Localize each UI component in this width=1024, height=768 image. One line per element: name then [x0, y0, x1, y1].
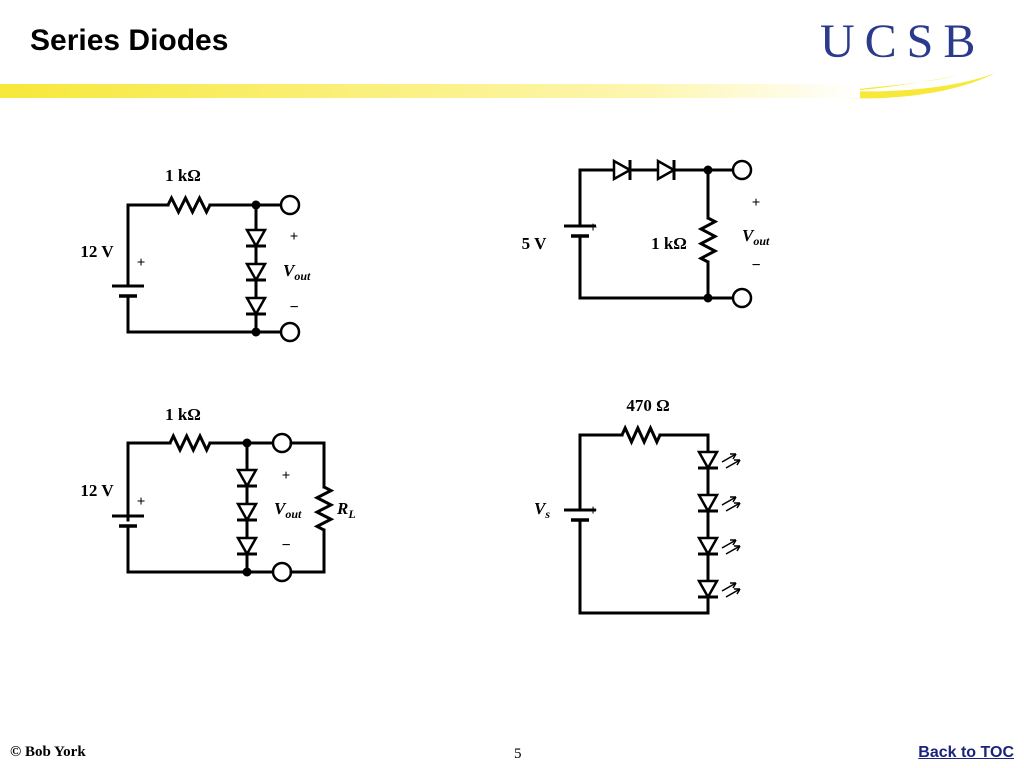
- diode: [696, 450, 720, 471]
- diode: [696, 579, 720, 600]
- led-arrow: [725, 459, 741, 469]
- junction-dot: [703, 293, 713, 303]
- minus-sign: −: [289, 299, 298, 316]
- led-arrow: [721, 582, 737, 592]
- plus-sign: +: [282, 468, 291, 484]
- source-label: 12 V: [80, 242, 114, 261]
- vout-label: Vout: [283, 261, 311, 283]
- led-arrow: [725, 502, 741, 512]
- vout-label: Vout: [742, 226, 770, 248]
- terminal: [731, 159, 753, 181]
- resistor: [166, 194, 212, 216]
- plus-sign: +: [589, 220, 598, 236]
- wire: [126, 203, 170, 282]
- diode: [656, 158, 677, 182]
- resistor: [168, 432, 212, 454]
- junction-dot: [251, 200, 261, 210]
- led-arrow-head: [734, 502, 741, 509]
- terminal: [279, 194, 301, 216]
- diode: [235, 536, 259, 557]
- resistor-label: 1 kΩ: [165, 166, 201, 185]
- led-arrow-head: [734, 588, 741, 595]
- resistor-label: 1 kΩ: [651, 234, 687, 253]
- page-number: 5: [514, 746, 522, 762]
- diode: [244, 296, 268, 317]
- plus-sign: +: [752, 195, 761, 211]
- diode: [612, 158, 633, 182]
- diode: [696, 493, 720, 514]
- diode: [696, 536, 720, 557]
- plus-sign: +: [589, 503, 598, 519]
- footer-copyright: © Bob York: [10, 744, 86, 760]
- source-label: 12 V: [80, 481, 114, 500]
- terminal: [731, 287, 753, 309]
- header-accent-band: [0, 84, 860, 98]
- back-to-toc-link[interactable]: Back to TOC: [918, 744, 1014, 761]
- diode: [235, 502, 259, 523]
- junction-dot: [703, 165, 713, 175]
- source-label: 5 V: [522, 234, 547, 253]
- wire: [578, 168, 736, 212]
- led-arrow-head: [730, 582, 737, 589]
- diode: [244, 228, 268, 249]
- minus-sign: −: [281, 537, 290, 554]
- circuit-4: 470 Ω Vs +: [534, 396, 741, 615]
- led-arrow: [721, 496, 737, 506]
- circuit-2: 5 V +1 kΩ + − Vout: [522, 158, 770, 309]
- led-arrow: [721, 539, 737, 549]
- resistor: [313, 485, 335, 532]
- terminal: [271, 432, 293, 454]
- wire: [289, 528, 326, 574]
- led-arrow-head: [730, 496, 737, 503]
- wire: [289, 441, 326, 489]
- terminal: [271, 561, 293, 583]
- junction-dot: [242, 438, 252, 448]
- led-arrow: [725, 588, 741, 598]
- diode: [244, 262, 268, 283]
- led-arrow-head: [730, 453, 737, 460]
- led-arrow: [725, 545, 741, 555]
- wire: [126, 441, 172, 522]
- led-arrow-head: [730, 539, 737, 546]
- resistor: [620, 424, 662, 446]
- circuit-1: 1 kΩ 12 V + + − Vout: [80, 166, 311, 343]
- wire: [578, 433, 710, 615]
- terminal: [279, 321, 301, 343]
- wire: [578, 250, 736, 300]
- led-arrow-head: [734, 545, 741, 552]
- junction-dot: [242, 567, 252, 577]
- load-label: RL: [336, 499, 356, 521]
- plus-sign: +: [137, 494, 146, 510]
- vout-label: Vout: [274, 499, 302, 521]
- source-label: Vs: [534, 499, 550, 521]
- minus-sign: −: [751, 257, 760, 274]
- slide-title: Series Diodes: [30, 24, 229, 57]
- wire: [578, 433, 624, 492]
- led-arrow: [721, 453, 737, 463]
- wire: [126, 538, 275, 574]
- circuit-3: 1 kΩ 12 V + + − Vout RL: [80, 405, 356, 583]
- logo-text: UCSB: [820, 15, 986, 68]
- junction-dot: [251, 327, 261, 337]
- resistor-label: 1 kΩ: [165, 405, 201, 424]
- plus-sign: +: [137, 255, 146, 271]
- led-arrow-head: [734, 459, 741, 466]
- diode: [235, 468, 259, 489]
- resistor-label: 470 Ω: [626, 396, 669, 415]
- resistor: [697, 216, 719, 264]
- plus-sign: +: [290, 229, 299, 245]
